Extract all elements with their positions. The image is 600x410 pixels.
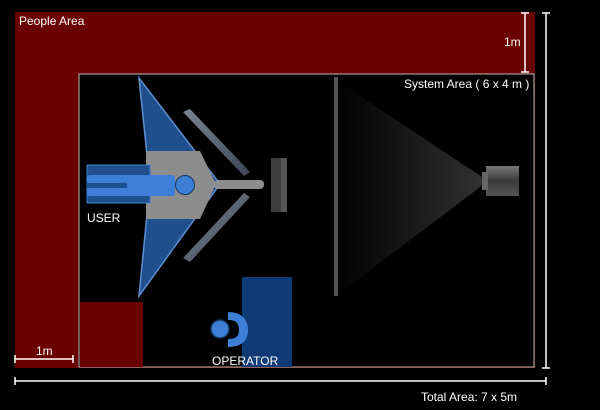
scale-top-label: 1m xyxy=(504,35,521,49)
scale-bar-top xyxy=(521,12,529,73)
operator-figure-icon xyxy=(210,312,248,347)
projector-lens xyxy=(482,172,488,190)
people-area-corner xyxy=(80,302,143,367)
operator-desk xyxy=(242,277,292,367)
handle-arm xyxy=(214,180,264,189)
total-width-line xyxy=(14,377,547,385)
people-area-label: People Area xyxy=(19,14,85,28)
scale-bar-left xyxy=(14,355,74,363)
user-figure-icon xyxy=(87,175,195,196)
total-area-label: Total Area: 7 x 5m xyxy=(421,390,518,404)
disk-device-highlight xyxy=(281,158,287,212)
operator-label: OPERATOR xyxy=(212,354,279,368)
projector-icon xyxy=(486,166,519,196)
upper-arm xyxy=(183,109,250,176)
user-label: USER xyxy=(87,211,121,225)
total-height-line xyxy=(542,12,550,369)
scale-left-label: 1m xyxy=(36,344,53,358)
projection-beam xyxy=(336,80,488,296)
system-area-label: System Area ( 6 x 4 m ) xyxy=(404,77,530,91)
screen-icon xyxy=(334,77,338,296)
lower-arm xyxy=(183,193,250,262)
